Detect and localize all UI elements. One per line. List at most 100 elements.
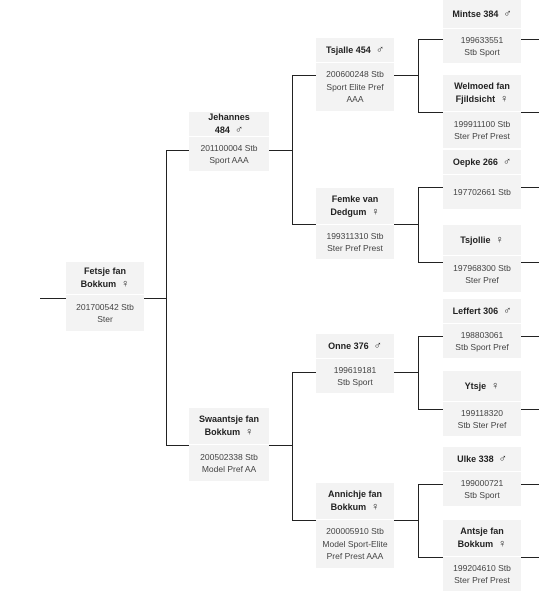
horse-registration-info: 199311310 Stb Ster Pref Prest	[316, 225, 394, 259]
registration-text: 200502338 Stb Model Pref AA	[200, 451, 258, 475]
pedigree-node-ss-sire[interactable]: Mintse 384♂ 199633551 Stb Sport	[443, 0, 521, 63]
horse-registration-info: 198803061 Stb Sport Pref	[443, 324, 521, 358]
registration-text: 199000721 Stb Sport	[460, 477, 504, 501]
registration-text: 199619181 Stb Sport	[333, 364, 377, 388]
horse-name-row: Welmoed fan Fjildsicht♀	[443, 75, 521, 111]
male-symbol-icon: ♂	[373, 339, 382, 352]
horse-name: Leffert 306♂	[452, 304, 512, 317]
male-symbol-icon: ♂	[234, 124, 244, 136]
card-divider	[316, 519, 394, 520]
registration-text: 201700542 Stb Ster	[76, 301, 134, 325]
horse-registration-info: 200600248 Stb Sport Elite Pref AAA	[316, 63, 394, 111]
pedigree-node-sire-dam[interactable]: Femke van Dedgum♀ 199311310 Stb Ster Pref…	[316, 188, 394, 259]
registration-text: 200005910 Stb Model Sport-Elite Pref Pre…	[322, 526, 388, 562]
female-symbol-icon: ♀	[371, 501, 380, 513]
card-divider	[443, 556, 521, 557]
card-divider	[443, 174, 521, 175]
horse-name: Ulke 338♂	[457, 452, 507, 465]
card-divider	[443, 111, 521, 112]
horse-registration-info: 200005910 Stb Model Sport-Elite Pref Pre…	[316, 520, 394, 568]
horse-registration-info: 199000721 Stb Sport	[443, 472, 521, 506]
card-divider	[443, 471, 521, 472]
horse-registration-info: 199204610 Stb Ster Pref Prest	[443, 557, 521, 591]
horse-name: Femke van Dedgum♀	[330, 194, 380, 218]
pedigree-node-ds-sire[interactable]: Leffert 306♂ 198803061 Stb Sport Pref	[443, 299, 521, 358]
registration-text: 199118320 Stb Ster Pref	[457, 407, 507, 431]
male-symbol-icon: ♂	[375, 43, 385, 56]
horse-name: Mintse 384♂	[452, 7, 512, 20]
pedigree-node-sire[interactable]: Jehannes 484♂ 201100004 Stb Sport AAA	[189, 112, 269, 171]
horse-registration-info: 201100004 Stb Sport AAA	[189, 137, 269, 171]
pedigree-node-subject[interactable]: Fetsje fan Bokkum♀ 201700542 Stb Ster	[66, 262, 144, 331]
horse-registration-info: 201700542 Stb Ster	[66, 295, 144, 331]
horse-registration-info: 200502338 Stb Model Pref AA	[189, 445, 269, 481]
pedigree-node-dam-dam[interactable]: Annichje fan Bokkum♀ 200005910 Stb Model …	[316, 483, 394, 568]
horse-registration-info: 199633551 Stb Sport	[443, 29, 521, 63]
horse-name-row: Femke van Dedgum♀	[316, 188, 394, 224]
pedigree-node-sd-dam[interactable]: Tsjollie♀ 197968300 Stb Ster Pref	[443, 225, 521, 292]
card-divider	[66, 294, 144, 295]
horse-name: Oepke 266♂	[452, 155, 512, 168]
pedigree-node-ds-dam[interactable]: Ytsje♀ 199118320 Stb Ster Pref	[443, 371, 521, 436]
registration-text: 197702661 Stb	[453, 186, 511, 197]
registration-text: 199204610 Stb Ster Pref Prest	[453, 562, 511, 586]
card-divider	[316, 224, 394, 225]
female-symbol-icon: ♀	[498, 538, 507, 550]
horse-name: Jehannes 484♂	[208, 112, 250, 136]
horse-name: Welmoed fan Fjildsicht♀	[454, 81, 510, 105]
registration-text: 198803061 Stb Sport Pref	[455, 329, 509, 353]
horse-name-row: Annichje fan Bokkum♀	[316, 483, 394, 519]
horse-name-row: Tsjollie♀	[443, 225, 521, 255]
horse-name: Swaantsje fan Bokkum♀	[198, 414, 260, 438]
registration-text: 199633551 Stb Sport	[460, 34, 504, 58]
card-divider	[189, 444, 269, 445]
registration-text: 201100004 Stb Sport AAA	[200, 142, 258, 166]
registration-text: 197968300 Stb Ster Pref	[453, 262, 511, 286]
pedigree-node-ss-dam[interactable]: Welmoed fan Fjildsicht♀ 199911100 Stb Ste…	[443, 75, 521, 148]
card-divider	[443, 28, 521, 29]
horse-name-row: Jehannes 484♂	[189, 112, 269, 136]
horse-name: Ytsje♀	[464, 379, 500, 392]
horse-name: Fetsje fan Bokkum♀	[80, 266, 130, 290]
card-divider	[443, 401, 521, 402]
registration-text: 200600248 Stb Sport Elite Pref AAA	[326, 69, 384, 105]
card-divider	[189, 136, 269, 137]
horse-name-row: Mintse 384♂	[443, 0, 521, 28]
horse-name: Annichje fan Bokkum♀	[327, 489, 382, 513]
female-symbol-icon: ♀	[371, 206, 380, 218]
card-divider	[316, 62, 394, 63]
horse-name-row: Onne 376♂	[316, 334, 394, 358]
horse-name-row: Leffert 306♂	[443, 299, 521, 323]
female-symbol-icon: ♀	[491, 379, 500, 392]
pedigree-node-dam-sire[interactable]: Onne 376♂ 199619181 Stb Sport	[316, 334, 394, 393]
horse-name-row: Ytsje♀	[443, 371, 521, 401]
registration-text: 199911100 Stb Ster Pref Prest	[453, 118, 511, 142]
card-divider	[443, 255, 521, 256]
horse-name-row: Tsjalle 454♂	[316, 38, 394, 62]
horse-name-row: Swaantsje fan Bokkum♀	[189, 408, 269, 444]
female-symbol-icon: ♀	[495, 233, 504, 246]
pedigree-node-dd-dam[interactable]: Antsje fan Bokkum♀ 199204610 Stb Ster Pre…	[443, 520, 521, 591]
male-symbol-icon: ♂	[503, 304, 512, 317]
horse-registration-info: 197702661 Stb	[443, 175, 521, 209]
horse-registration-info: 199911100 Stb Ster Pref Prest	[443, 112, 521, 148]
pedigree-node-sd-sire[interactable]: Oepke 266♂ 197702661 Stb	[443, 150, 521, 209]
horse-registration-info: 197968300 Stb Ster Pref	[443, 256, 521, 292]
horse-name: Tsjalle 454♂	[325, 43, 385, 56]
horse-name: Tsjollie♀	[460, 233, 504, 246]
male-symbol-icon: ♂	[502, 155, 512, 168]
horse-name-row: Oepke 266♂	[443, 150, 521, 174]
pedigree-node-dd-sire[interactable]: Ulke 338♂ 199000721 Stb Sport	[443, 447, 521, 506]
horse-name-row: Ulke 338♂	[443, 447, 521, 471]
female-symbol-icon: ♀	[245, 426, 254, 438]
female-symbol-icon: ♀	[121, 278, 130, 290]
horse-registration-info: 199118320 Stb Ster Pref	[443, 402, 521, 436]
pedigree-node-sire-sire[interactable]: Tsjalle 454♂ 200600248 Stb Sport Elite Pr…	[316, 38, 394, 111]
pedigree-node-dam[interactable]: Swaantsje fan Bokkum♀ 200502338 Stb Model…	[189, 408, 269, 481]
card-divider	[316, 358, 394, 359]
horse-name-row: Antsje fan Bokkum♀	[443, 520, 521, 556]
horse-registration-info: 199619181 Stb Sport	[316, 359, 394, 393]
female-symbol-icon: ♀	[500, 93, 509, 105]
